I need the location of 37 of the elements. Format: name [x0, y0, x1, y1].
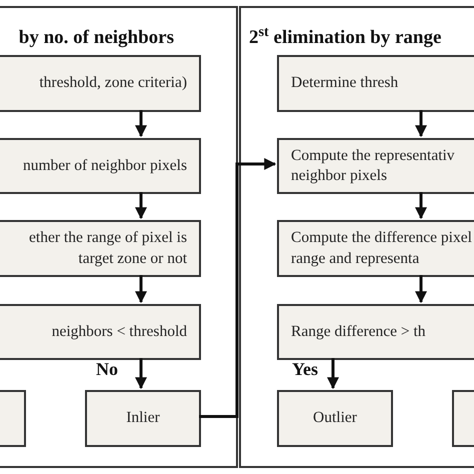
arrow — [415, 110, 427, 138]
edge-label: Yes — [292, 360, 318, 378]
arrow — [327, 358, 339, 390]
process-box — [452, 390, 474, 447]
process-box — [277, 55, 474, 112]
process-box — [0, 138, 201, 194]
box-text: neighbors < threshold — [52, 322, 187, 342]
arrow — [415, 275, 427, 304]
box-text: number of neighbor pixels — [22, 156, 187, 176]
process-box — [0, 390, 26, 447]
box-text: ether the range of pixel is target zone or not — [28, 228, 187, 268]
box-text: Determine thresh — [291, 73, 398, 94]
box-text: threshold, zone criteria) — [39, 73, 187, 94]
box-text: Compute the representativ neighbor pixels — [291, 146, 456, 186]
panel-frame — [0, 6, 238, 468]
box-text: Compute the difference pixel range and representa — [291, 228, 473, 268]
panel-frame — [239, 6, 474, 468]
arrow — [135, 110, 147, 138]
box-text: Range difference > th — [291, 322, 426, 342]
box-text: Outlier — [313, 408, 357, 428]
arrow — [199, 158, 276, 418]
arrow — [135, 192, 147, 220]
edge-label: No — [96, 360, 118, 378]
process-box — [277, 138, 474, 194]
process-box — [0, 220, 201, 277]
box-text: Inlier — [126, 408, 160, 428]
arrow — [135, 275, 147, 304]
arrow — [135, 358, 147, 390]
process-box — [277, 220, 474, 277]
process-box — [277, 390, 393, 447]
panel-title: by no. of neighbors — [18, 26, 174, 50]
process-box — [277, 304, 474, 360]
process-box — [0, 55, 201, 112]
arrow — [415, 192, 427, 220]
process-box — [0, 304, 201, 360]
panel-title: 2$^{st}$ elimination by range — [249, 24, 442, 50]
process-box — [85, 390, 201, 447]
